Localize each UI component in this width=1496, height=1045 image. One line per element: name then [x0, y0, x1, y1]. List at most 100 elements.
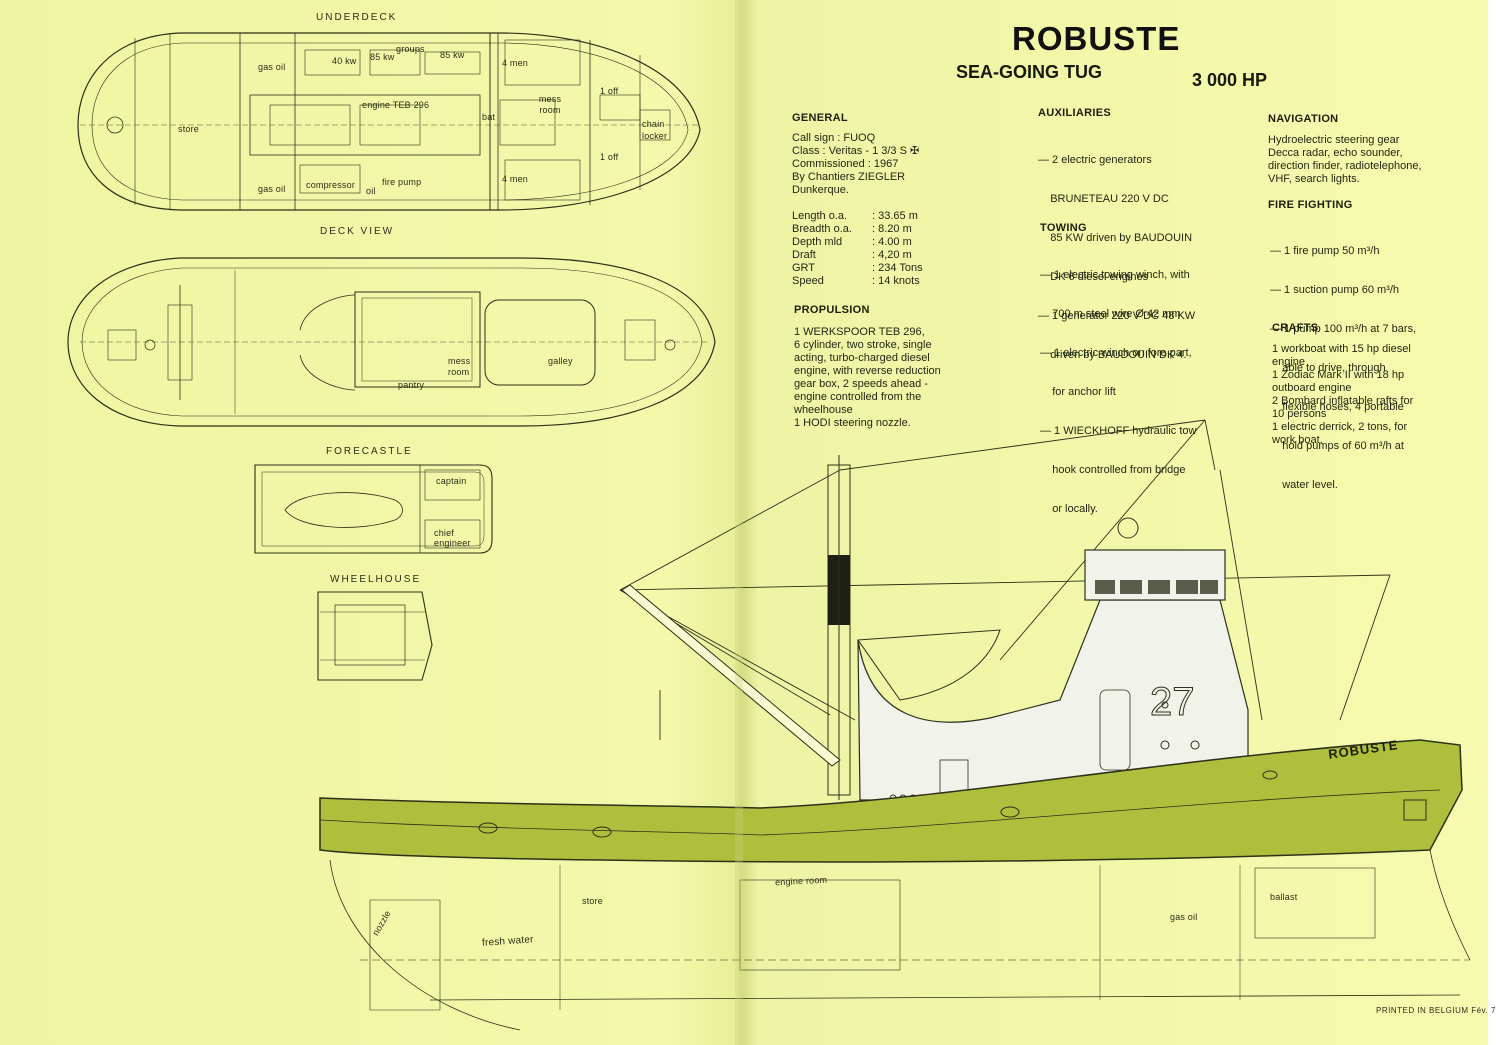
auxiliaries-line: — 2 electric generators	[1038, 154, 1152, 166]
auxiliaries-line: DK 6 diesel engines	[1038, 271, 1149, 283]
propulsion-line: engine, with reverse reduction	[794, 365, 941, 377]
auxiliaries-line: BRUNETEAU 220 V DC	[1038, 193, 1169, 205]
fire-fighting-line: — 1 fire pump 50 m³/h	[1270, 245, 1380, 257]
label-chief-engineer: chief engineer	[434, 528, 471, 548]
spec-label: Draft	[792, 249, 816, 261]
towing-line: — 1 electric winch on fore part,	[1040, 347, 1192, 359]
fire-fighting-line: able to drive, through	[1270, 362, 1386, 374]
propulsion-line: engine controlled from the	[794, 391, 922, 403]
crafts-line: outboard engine	[1272, 382, 1352, 394]
general-line: By Chantiers ZIEGLER	[792, 171, 906, 183]
spec-label: Breadth o.a.	[792, 223, 852, 235]
label-oil: oil	[366, 186, 376, 196]
propulsion-text: 1 WERKSPOOR TEB 296, 6 cylinder, two str…	[794, 326, 941, 430]
forecastle-plan	[254, 464, 493, 554]
towing-line: — 1 WIECKHOFF hydraulic tow	[1040, 425, 1197, 437]
fire-fighting-line: — 1 suction pump 60 m³/h	[1270, 284, 1400, 296]
spec-value: 4,20 m	[878, 249, 912, 261]
label-fire-pump: fire pump	[382, 177, 422, 187]
label-85kw-b: 85 kw	[440, 50, 465, 60]
towing-line: for anchor lift	[1040, 386, 1116, 398]
label-pantry: pantry	[398, 380, 425, 390]
crafts-line: work boat.	[1272, 434, 1323, 446]
spec-colon: :	[872, 210, 879, 222]
general-line: Class : Veritas - 1 3/3 S ✠	[792, 145, 920, 157]
crafts-text: 1 workboat with 15 hp diesel engine 1 Zo…	[1272, 343, 1413, 447]
label-1off-bottom: 1 off	[600, 152, 619, 162]
profile-underwater	[329, 849, 1471, 1031]
propulsion-line: wheelhouse	[794, 404, 853, 416]
spec-colon: :	[872, 236, 879, 248]
spec-row: Depth mld: 4.00 m	[792, 236, 923, 249]
spec-colon: :	[872, 262, 879, 274]
propulsion-line: 6 cylinder, two stroke, single	[794, 339, 932, 351]
profile-derrick	[621, 584, 841, 767]
towing-heading: TOWING	[1040, 222, 1087, 234]
spec-table: Length o.a.: 33.65 m Breadth o.a.: 8.20 …	[792, 210, 923, 288]
wheelhouse-plan	[317, 591, 433, 681]
spec-label: GRT	[792, 262, 816, 274]
navigation-text: Hydroelectric steering gear Decca radar,…	[1268, 134, 1422, 186]
label-engine: engine TEB 296	[362, 100, 430, 110]
spec-value: 234 Tons	[878, 262, 923, 274]
label-1off-top: 1 off	[600, 86, 619, 96]
profile-mast	[827, 455, 1139, 800]
label-galley: galley	[548, 356, 573, 366]
propulsion-line: acting, turbo-charged diesel	[794, 352, 930, 364]
fire-fighting-line: — 1 pump 100 m³/h at 7 bars,	[1270, 323, 1417, 335]
label-gas-oil-top: gas oil	[258, 62, 286, 72]
towing-line: — 1 electric towing winch, with	[1040, 269, 1190, 281]
crafts-line: 1 workboat with 15 hp diesel	[1272, 343, 1411, 355]
spec-row: GRT: 234 Tons	[792, 262, 923, 275]
spec-row: Draft: 4,20 m	[792, 249, 923, 262]
fire-fighting-text: — 1 fire pump 50 m³/h — 1 suction pump 6…	[1270, 219, 1416, 518]
crafts-line: engine	[1272, 356, 1306, 368]
spec-value: 8.20 m	[878, 223, 912, 235]
crafts-line: 10 persons	[1272, 408, 1327, 420]
label-deck-mess-room: mess room	[448, 356, 471, 377]
deck-view-title: DECK VIEW	[320, 226, 395, 237]
navigation-line: Hydroelectric steering gear	[1268, 134, 1400, 146]
navigation-line: VHF, search lights.	[1268, 173, 1360, 185]
label-gas-oil-bottom: gas oil	[258, 184, 286, 194]
deck-view-plan	[67, 257, 716, 427]
label-chain-locker: chain locker	[642, 119, 668, 141]
label-profile-store: store	[582, 896, 604, 906]
label-4men-bottom: 4 men	[502, 174, 529, 184]
navigation-heading: NAVIGATION	[1268, 113, 1339, 125]
spec-row: Length o.a.: 33.65 m	[792, 210, 923, 223]
label-bat: bat	[482, 112, 496, 122]
crafts-heading: CRAFTS	[1272, 322, 1319, 334]
general-heading: GENERAL	[792, 112, 848, 124]
label-40kw: 40 kw	[332, 56, 357, 66]
spec-colon: :	[872, 275, 879, 287]
auxiliaries-line: — 1 generator 220 V DC 48 KW	[1038, 310, 1196, 322]
auxiliaries-line: 85 KW driven by BAUDOUIN	[1038, 232, 1193, 244]
hull-number: 27	[1150, 680, 1195, 725]
general-text: Call sign : FUOQ Class : Veritas - 1 3/3…	[792, 132, 919, 197]
towing-line: 700 m steel wire Ø 42 mm	[1040, 308, 1181, 320]
page-power: 3 000 HP	[1192, 70, 1268, 90]
profile-hull	[319, 739, 1463, 863]
label-captain: captain	[436, 476, 467, 486]
spec-value: 14 knots	[878, 275, 920, 287]
propulsion-heading: PROPULSION	[794, 304, 870, 316]
fire-fighting-line: flexible hoses, 4 portable	[1270, 401, 1404, 413]
propulsion-line: 1 WERKSPOOR TEB 296,	[794, 326, 925, 338]
underdeck-title: UNDERDECK	[316, 12, 398, 23]
label-85kw-a: 85 kw	[370, 52, 395, 62]
auxiliaries-text: — 2 electric generators BRUNETEAU 220 V …	[1038, 128, 1195, 388]
spec-row: Breadth o.a.: 8.20 m	[792, 223, 923, 236]
wheelhouse-title: WHEELHOUSE	[330, 574, 422, 585]
spec-value: 4.00 m	[878, 236, 912, 248]
label-profile-gas-oil: gas oil	[1170, 912, 1198, 922]
towing-text: — 1 electric towing winch, with 700 m st…	[1040, 243, 1196, 542]
fire-fighting-line: water level.	[1270, 479, 1338, 491]
crafts-line: 2 Bombard inflatable rafts for	[1272, 395, 1414, 407]
label-compressor: compressor	[306, 180, 356, 190]
label-4men-top: 4 men	[502, 58, 529, 68]
auxiliaries-line: driven by BAUDOUIN DK 4.	[1038, 349, 1187, 361]
fire-fighting-heading: FIRE FIGHTING	[1268, 199, 1353, 211]
